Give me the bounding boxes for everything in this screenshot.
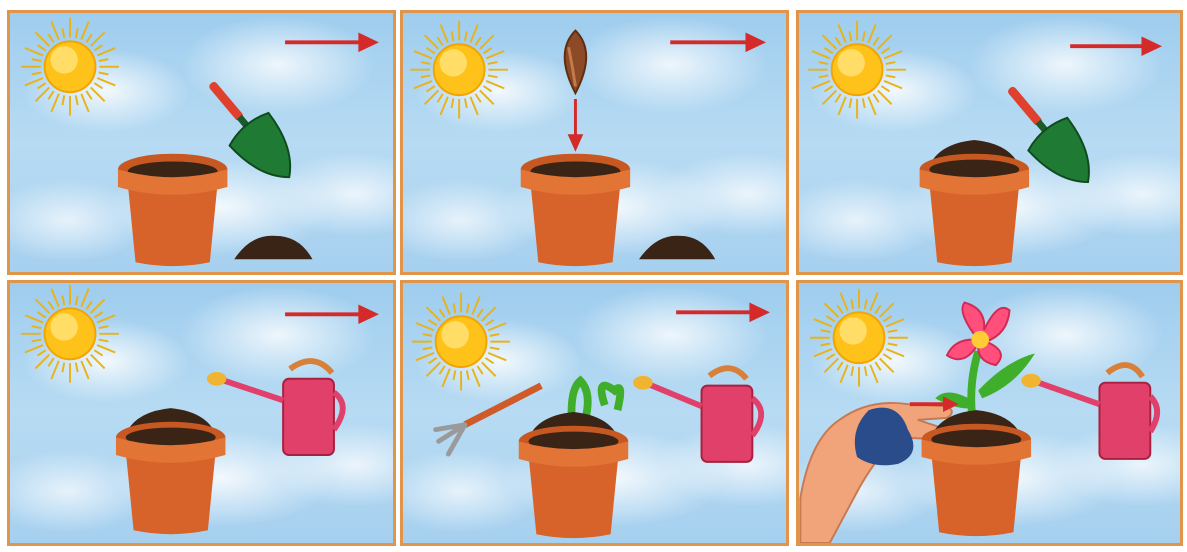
seed-icon	[565, 31, 587, 94]
watering-can-icon	[633, 368, 761, 462]
arrow-icon	[285, 305, 379, 325]
arrow-icon	[670, 33, 766, 53]
panel-step-5	[400, 280, 789, 546]
down-arrow-icon	[568, 99, 584, 152]
panel-step-2	[400, 10, 789, 275]
panel-step-3	[796, 10, 1183, 275]
sun-icon	[21, 285, 119, 383]
filled-pot-icon	[920, 140, 1029, 266]
sun-icon	[410, 21, 508, 119]
sun-icon	[412, 293, 510, 391]
empty-pot-icon	[521, 154, 630, 266]
soil-pile-icon	[639, 236, 715, 260]
filled-pot-icon	[116, 408, 225, 534]
panel-step-1	[7, 10, 396, 275]
arrow-icon	[676, 303, 770, 323]
panel-step-4	[7, 280, 396, 546]
sun-icon	[810, 289, 908, 387]
sun-icon	[808, 21, 906, 119]
empty-pot-icon	[118, 154, 227, 266]
filled-pot-icon	[519, 412, 628, 538]
panel-step-6	[796, 280, 1183, 546]
sun-icon	[21, 18, 119, 116]
filled-pot-icon	[922, 410, 1031, 536]
watering-can-icon	[1021, 365, 1157, 459]
arrow-icon	[285, 33, 379, 53]
watering-can-icon	[207, 361, 343, 455]
arrow-icon	[1070, 36, 1162, 56]
soil-pile-icon	[234, 236, 312, 260]
